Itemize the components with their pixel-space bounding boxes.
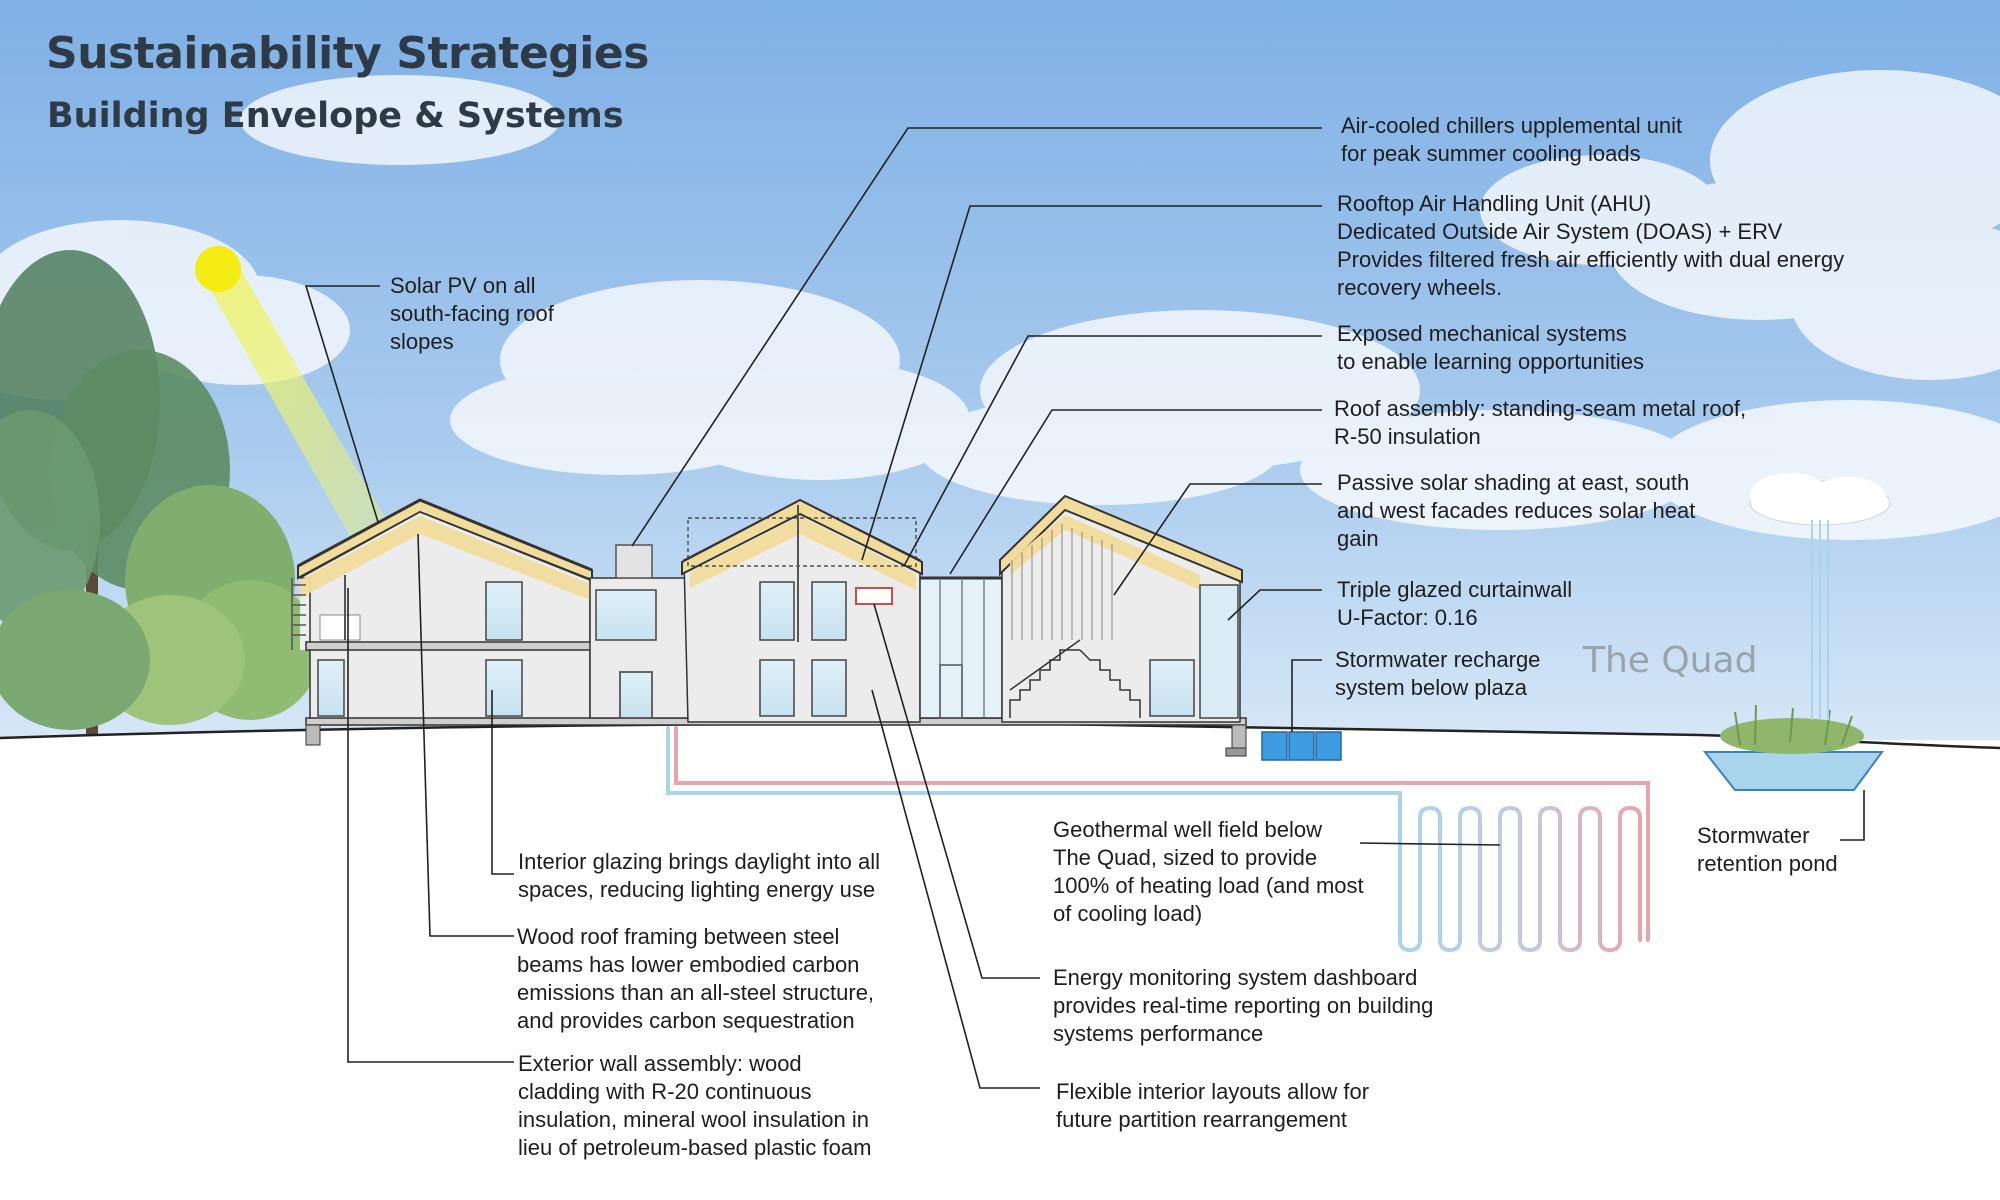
stormwater-tanks	[1261, 731, 1342, 761]
sun-ray	[205, 260, 395, 545]
building-section	[291, 494, 1247, 757]
trees	[0, 250, 320, 735]
chiller-unit	[615, 544, 653, 579]
the-quad-label: The Quad	[1583, 640, 1758, 681]
retention-pond	[1702, 473, 1891, 791]
energy-dashboard	[855, 587, 893, 605]
sun-icon	[195, 246, 241, 292]
leader-lines	[304, 127, 1865, 1089]
callout-interior-glazing: Interior glazing brings daylight into al…	[518, 849, 880, 902]
callout-ahu: Rooftop Air Handling Unit (AHU)Dedicated…	[1337, 191, 1845, 300]
geothermal-loop	[666, 726, 1650, 953]
page-subtitle: Building Envelope & Systems	[47, 96, 624, 136]
ground	[0, 723, 2000, 1200]
page-title: Sustainability Strategies	[46, 28, 649, 79]
ahu-outline	[687, 517, 917, 567]
callout-roof-assembly: Roof assembly: standing-seam metal roof,…	[1334, 396, 1747, 449]
